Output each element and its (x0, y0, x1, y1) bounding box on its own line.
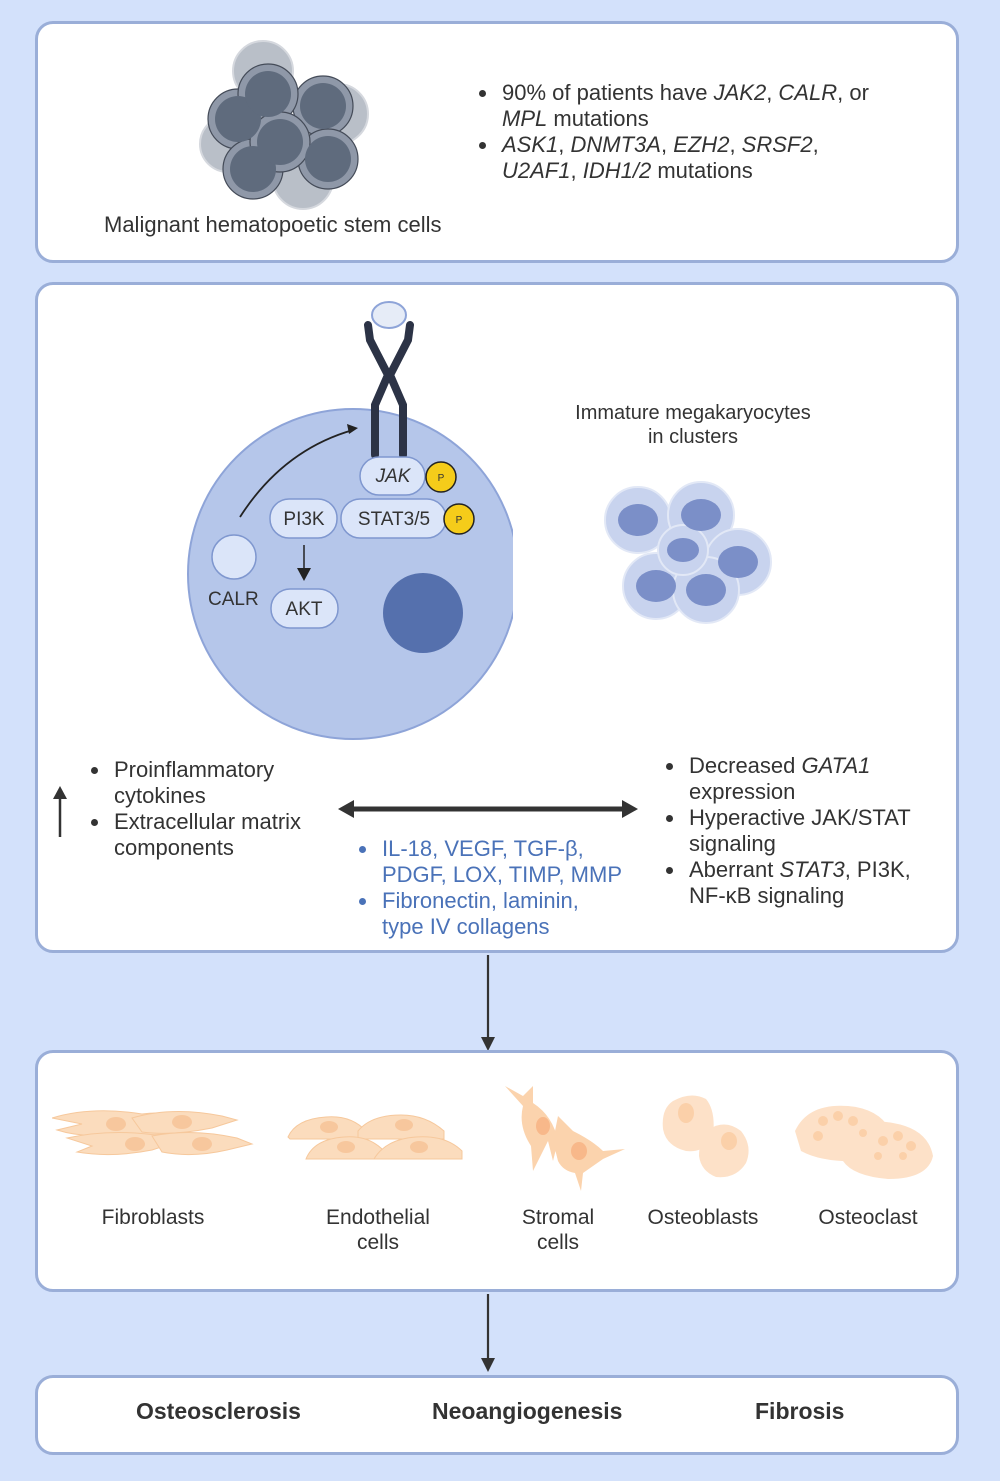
bidirectional-arrow-icon (338, 800, 638, 818)
up-arrow-icon (53, 786, 67, 837)
down-arrow-icon (481, 955, 495, 1051)
endothelial-cells-icon (287, 1114, 463, 1160)
svg-text:P: P (456, 515, 463, 526)
calr-activation-arrow (239, 429, 354, 518)
cell-body (187, 408, 513, 740)
cell-label-osteoblasts: Osteoblasts (647, 1206, 759, 1229)
outcome-osteosclerosis: Osteosclerosis (136, 1398, 301, 1424)
calr-protein-icon (211, 534, 257, 580)
outcomes-panel: Osteosclerosis Neoangiogenesis Fibrosis (35, 1375, 959, 1455)
osteoclast-icon (795, 1105, 933, 1179)
receptor-icon (364, 321, 414, 459)
fibroblasts-icon (52, 1110, 254, 1156)
cell-label-osteoclast: Osteoclast (818, 1206, 918, 1229)
outcome-neoangiogenesis: Neoangiogenesis (432, 1398, 623, 1424)
mediator-list: IL-18, VEGF, TGF-β, PDGF, LOX, TIMP, MMP… (356, 836, 626, 940)
osteoblasts-icon (662, 1095, 749, 1178)
factor-bullet: Extracellular matrix components (88, 809, 348, 861)
megakaryocyte-caption: Immature megakaryocytes in clusters (575, 402, 811, 448)
akt-label: AKT (286, 599, 323, 620)
defect-bullet: Hyperactive JAK/STAT signaling (663, 805, 933, 857)
defect-bullet: Decreased GATA1 expression (663, 753, 933, 805)
mutation-bullet: 90% of patients have JAK2, CALR, or MPL … (476, 80, 896, 132)
defect-bullet: Aberrant STAT3, PI3K, NF-κB signaling (663, 857, 933, 909)
pi3k-label: PI3K (283, 509, 325, 530)
cell-label-endothelial: Endothelial cells (326, 1206, 430, 1254)
cell-label-fibroblasts: Fibroblasts (101, 1206, 205, 1229)
mutation-list: 90% of patients have JAK2, CALR, or MPL … (476, 80, 896, 184)
signaling-panel: CALR JAK P PI3K STAT3/5 P AKT Immature m… (35, 282, 959, 953)
megakaryocyte-cluster-icon (604, 481, 772, 624)
microenvironment-panel: Fibroblasts Endothelial cells Stromal ce… (35, 1050, 959, 1292)
svg-text:P: P (438, 473, 445, 484)
nucleus (383, 573, 463, 653)
stromal-cells-icon (505, 1086, 625, 1191)
mediator-bullet: IL-18, VEGF, TGF-β, PDGF, LOX, TIMP, MMP (356, 836, 626, 888)
megakaryocyte-cell-diagram: CALR JAK P PI3K STAT3/5 P AKT (187, 301, 513, 740)
phospho-icon (443, 503, 475, 535)
stat-label: STAT3/5 (358, 509, 430, 530)
outcome-fibrosis: Fibrosis (755, 1398, 845, 1424)
jak-label: JAK (375, 466, 412, 487)
mutation-bullet: ASK1, DNMT3A, EZH2, SRSF2, U2AF1, IDH1/2… (476, 132, 896, 184)
mediator-bullet: Fibronectin, laminin, type IV collagens (356, 888, 626, 940)
stem-cell-panel: Malignant hematopoetic stem cells 90% of… (35, 21, 959, 263)
stem-cell-caption: Malignant hematopoetic stem cells (104, 212, 442, 237)
factor-bullet: Proinflammatory cytokines (88, 757, 348, 809)
increased-factors-list: Proinflammatory cytokines Extracellular … (88, 757, 348, 861)
stem-cell-cluster-icon (199, 40, 369, 210)
calr-label: CALR (208, 589, 259, 610)
cell-label-stromal: Stromal cells (521, 1206, 595, 1254)
megakaryocyte-defects-list: Decreased GATA1 expression Hyperactive J… (663, 753, 933, 909)
ligand-icon (371, 301, 407, 329)
down-arrow-icon (481, 1294, 495, 1372)
phospho-icon (425, 461, 457, 493)
